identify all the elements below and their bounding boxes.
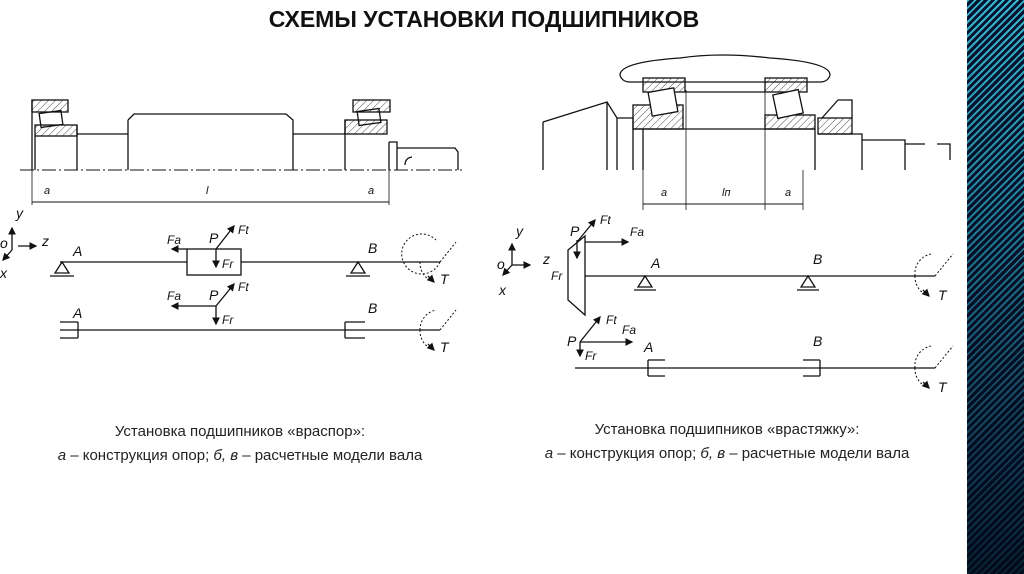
dim-a-label: a: [661, 187, 667, 199]
point-p-label: P: [209, 287, 219, 303]
decorative-stripe-panel: [967, 0, 1024, 574]
support-a-icon: [647, 359, 665, 377]
axis-o-label: o: [0, 235, 8, 251]
force-ft-label: Ft: [606, 313, 617, 327]
axis-y-label: y: [515, 223, 524, 239]
point-p-label: P: [570, 223, 580, 239]
force-fa-label: Fa: [622, 323, 636, 337]
force-fr-label: Fr: [551, 269, 563, 283]
axis-x-label: x: [498, 282, 507, 298]
support-a-icon: [60, 321, 79, 339]
caption-text: – конструкция опор;: [553, 445, 701, 462]
axis-o-label: o: [497, 256, 505, 272]
force-fr-label: Fr: [585, 349, 597, 363]
force-fa-label: Fa: [167, 289, 181, 303]
dim-a-label: a: [785, 187, 791, 199]
left-caption-title: Установка подшипников «враспор»:: [114, 423, 366, 440]
caption-bv: б, в: [213, 447, 239, 464]
point-a-label: A: [650, 255, 660, 271]
point-a-label: A: [643, 339, 653, 355]
axis-z-label: z: [542, 251, 550, 267]
right-caption-title: Установка подшипников «врастяжку»:: [594, 421, 860, 438]
point-a-label: A: [72, 305, 82, 321]
right-beam-model-b: [502, 218, 954, 317]
support-b-icon: [344, 321, 365, 339]
right-caption: Установка подшипников «врастяжку»: а – к…: [497, 418, 957, 466]
force-ft-label: Ft: [600, 213, 611, 227]
caption-bv: б, в: [700, 445, 726, 462]
axis-z-label: z: [41, 233, 49, 249]
force-fr-label: Fr: [222, 313, 234, 327]
support-a-icon: [50, 260, 74, 277]
left-caption: Установка подшипников «враспор»: а – кон…: [10, 420, 470, 468]
dim-a-label: a: [368, 185, 374, 197]
point-b-label: B: [368, 300, 377, 316]
caption-text: – расчетные модели вала: [725, 445, 910, 462]
right-shaft-assembly: [542, 54, 951, 210]
force-ft-label: Ft: [238, 280, 249, 294]
dim-a-label: a: [44, 185, 50, 197]
support-a-icon: [634, 274, 656, 291]
left-shaft-assembly: [20, 99, 462, 205]
torque-t-label: T: [440, 339, 450, 355]
support-b-icon: [797, 274, 819, 291]
torque-t-label: T: [440, 271, 450, 287]
force-fa-label: Fa: [630, 225, 644, 239]
axis-y-label: y: [15, 205, 24, 221]
point-p-label: P: [209, 230, 219, 246]
support-b-icon: [803, 359, 821, 377]
caption-a: а: [57, 447, 67, 464]
point-p-label: P: [567, 333, 577, 349]
right-beam-model-v: [575, 315, 954, 389]
axis-x-label: x: [0, 265, 8, 281]
torque-t-label: T: [938, 287, 948, 303]
point-a-label: A: [72, 243, 82, 259]
dim-ln-label: lп: [722, 187, 731, 199]
caption-a: а: [544, 445, 554, 462]
point-b-label: B: [368, 240, 377, 256]
left-beam-model-b: [2, 224, 457, 283]
force-fr-label: Fr: [222, 257, 234, 271]
caption-text: – расчетные модели вала: [238, 447, 423, 464]
slide-title: СХЕМЫ УСТАНОВКИ ПОДШИПНИКОВ: [268, 6, 700, 32]
caption-text: – конструкция опор;: [66, 447, 214, 464]
bearing-diagrams: a l a y z o x A B P Fa Ft Fr T A B P Fa …: [0, 54, 954, 395]
force-fa-label: Fa: [167, 233, 181, 247]
left-beam-model-v: [60, 282, 457, 351]
torque-t-label: T: [938, 379, 948, 395]
force-ft-label: Ft: [238, 223, 249, 237]
support-b-icon: [346, 260, 370, 277]
point-b-label: B: [813, 333, 822, 349]
point-b-label: B: [813, 251, 822, 267]
dim-l-label: l: [206, 185, 209, 197]
